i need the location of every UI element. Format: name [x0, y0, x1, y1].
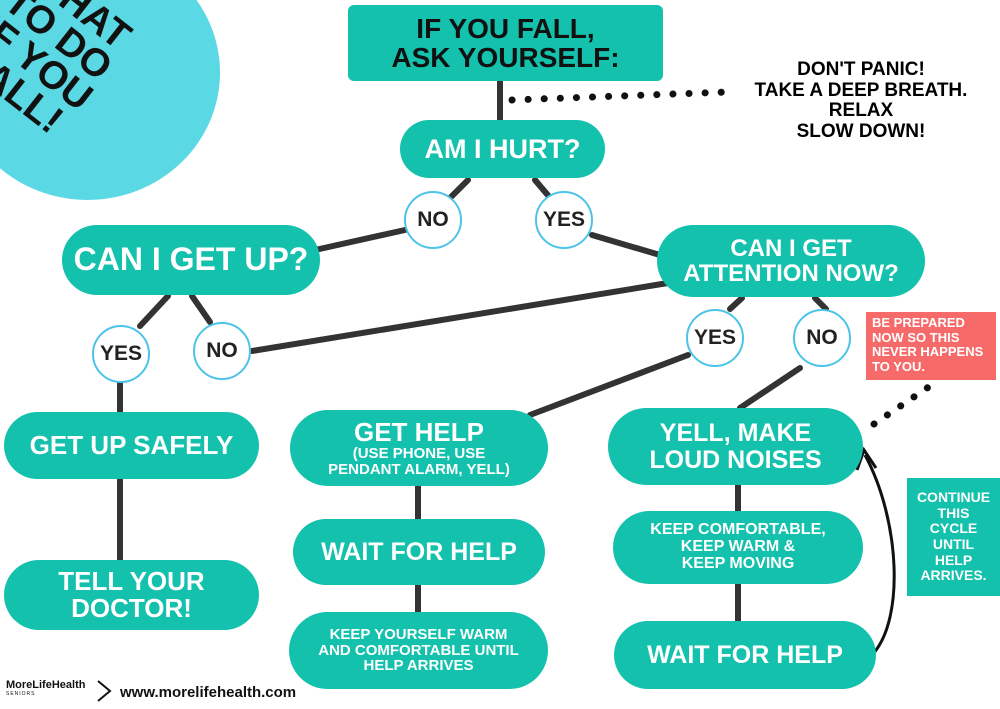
website-link[interactable]: www.morelifehealth.com — [120, 684, 297, 701]
get-up-safely-label: GET UP SAFELY — [29, 429, 234, 460]
attention-line: ATTENTION NOW? — [683, 260, 899, 287]
calm-note: DON'T PANIC! TAKE A DEEP BREATH. RELAX S… — [736, 59, 986, 142]
yell-line: YELL, MAKE — [659, 419, 812, 448]
comfortable-line: KEEP COMFORTABLE, — [650, 521, 826, 539]
warn-line: BE PREPARED — [872, 315, 965, 330]
wait-for-help-label: WAIT FOR HELP — [321, 537, 517, 566]
calm-line: TAKE A DEEP BREATH. — [754, 79, 968, 101]
top-line: ASK YOURSELF: — [391, 42, 620, 73]
get-help-detail: (USE PHONE, USE — [352, 444, 486, 462]
am-i-hurt-box: AM I HURT? — [400, 120, 605, 178]
get-help-box: GET HELP (USE PHONE, USE PENDANT ALARM, … — [290, 410, 548, 486]
keep-warm-until-box: KEEP YOURSELF WARM AND COMFORTABLE UNTIL… — [289, 612, 548, 689]
keep-warm-line: KEEP YOURSELF WARM — [329, 625, 508, 643]
cycle-line: CYCLE — [929, 520, 978, 537]
calm-line: RELAX — [828, 100, 894, 122]
no-get-up-circle: NO — [193, 322, 251, 380]
calm-line: SLOW DOWN! — [796, 120, 926, 142]
get-help-title: GET HELP — [353, 416, 484, 447]
top-line: IF YOU FALL, — [416, 12, 595, 44]
tell-doctor-box: TELL YOUR DOCTOR! — [4, 560, 259, 630]
yes-attention-circle: YES — [686, 309, 744, 367]
can-i-get-up-label: CAN I GET UP? — [73, 241, 309, 278]
comfortable-line: KEEP WARM & — [680, 538, 796, 556]
brand-logo: MoreLifeHealth SENIORS — [6, 680, 85, 697]
cycle-line: CONTINUE — [916, 488, 991, 505]
wait-for-help-2-label: WAIT FOR HELP — [647, 640, 843, 669]
be-prepared-note: BE PREPARED NOW SO THIS NEVER HAPPENS TO… — [866, 312, 996, 380]
can-i-get-up-box: CAN I GET UP? — [62, 225, 320, 295]
wait-for-help-2-box: WAIT FOR HELP — [614, 621, 876, 689]
chevron-right-icon — [97, 680, 112, 702]
brand-name: MoreLifeHealth — [6, 679, 86, 691]
calm-line: DON'T PANIC! — [797, 59, 925, 80]
get-help-detail: PENDANT ALARM, YELL) — [328, 460, 510, 478]
if-you-fall-box: IF YOU FALL, ASK YOURSELF: — [348, 5, 663, 81]
doctor-line: DOCTOR! — [71, 593, 192, 623]
yell-box: YELL, MAKE LOUD NOISES — [608, 408, 863, 485]
cycle-line: ARRIVES. — [920, 567, 987, 584]
keep-comfortable-box: KEEP COMFORTABLE, KEEP WARM & KEEP MOVIN… — [613, 511, 863, 584]
attention-line: CAN I GET — [730, 234, 852, 262]
warn-line: NEVER HAPPENS — [872, 344, 984, 360]
cycle-line: UNTIL — [932, 536, 975, 552]
keep-warm-line: HELP ARRIVES — [363, 657, 474, 675]
no-hurt-circle: NO — [404, 191, 462, 249]
yes-hurt-circle: YES — [535, 191, 593, 249]
no-attention-circle: NO — [793, 309, 851, 367]
keep-warm-line: AND COMFORTABLE UNTIL — [318, 641, 519, 659]
comfortable-line: KEEP MOVING — [681, 554, 795, 572]
doctor-line: TELL YOUR — [58, 565, 205, 596]
get-up-safely-box: GET UP SAFELY — [4, 412, 259, 479]
yell-line: LOUD NOISES — [649, 445, 822, 474]
cycle-line: HELP — [934, 551, 973, 568]
warn-line: TO YOU. — [872, 358, 925, 374]
wait-for-help-box: WAIT FOR HELP — [293, 519, 545, 585]
warn-line: NOW SO THIS — [872, 329, 960, 345]
am-i-hurt-label: AM I HURT? — [424, 133, 581, 164]
brand-tagline: SENIORS — [6, 691, 36, 697]
continue-cycle-note: CONTINUE THIS CYCLE UNTIL HELP ARRIVES. — [907, 478, 1000, 596]
cycle-line: THIS — [937, 504, 970, 521]
can-i-get-attention-box: CAN I GET ATTENTION NOW? — [657, 225, 925, 297]
yes-get-up-circle: YES — [92, 325, 150, 383]
